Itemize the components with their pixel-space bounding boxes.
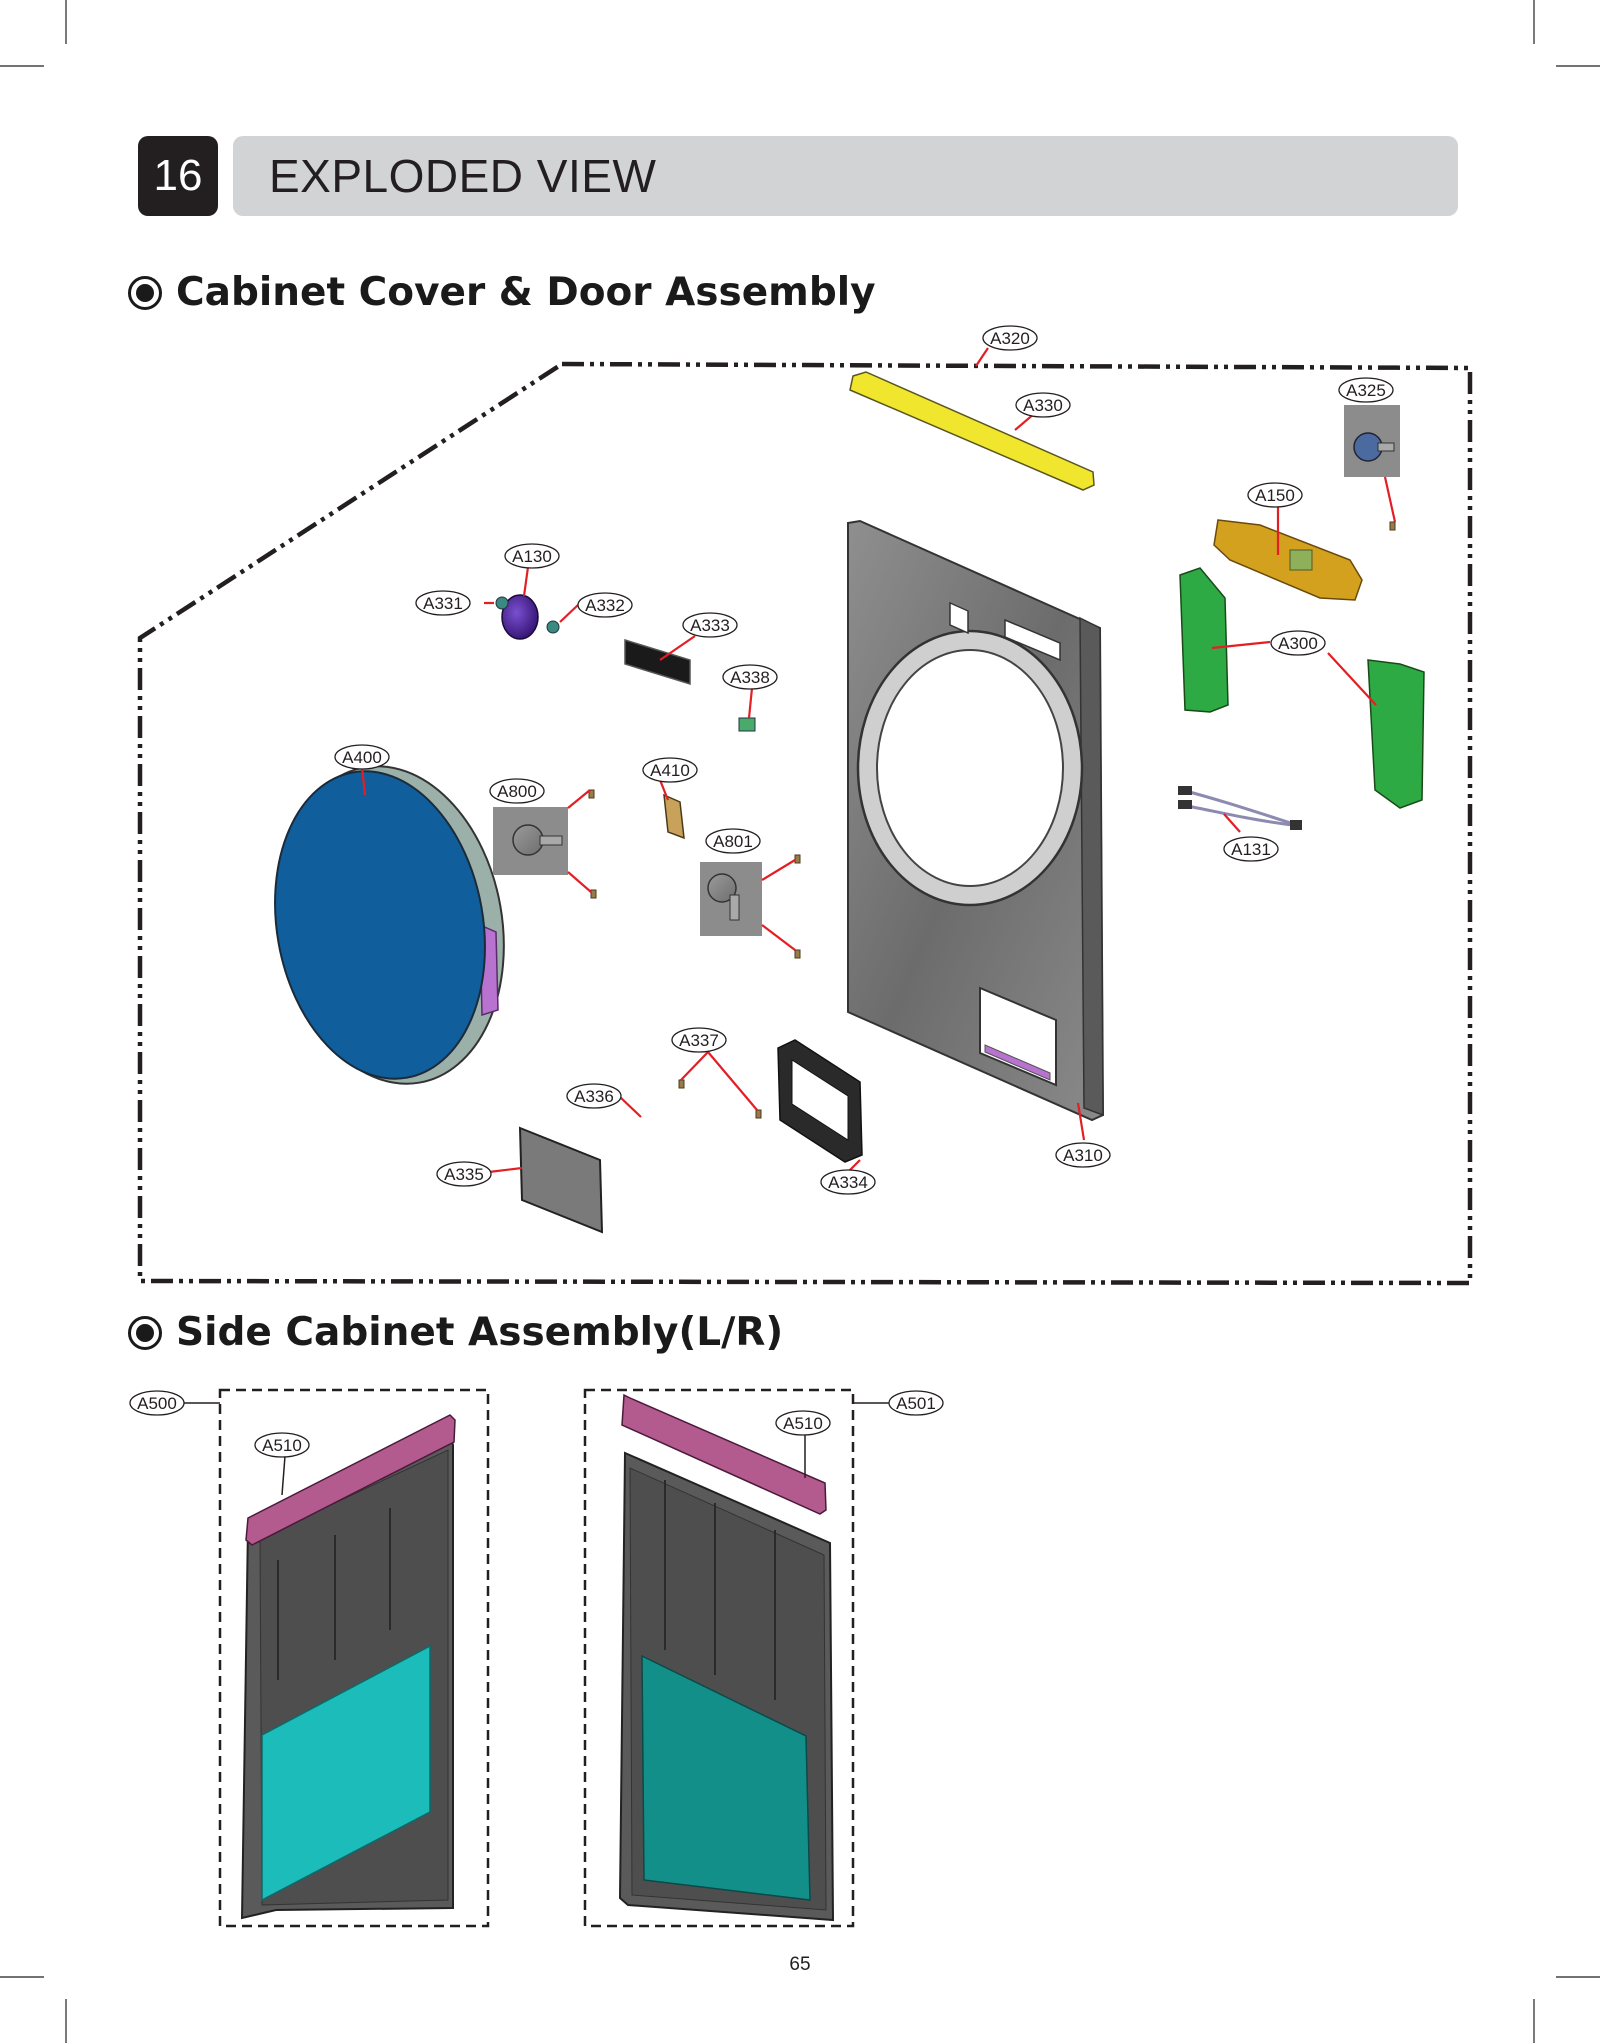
svg-text:A330: A330 <box>1023 396 1063 415</box>
bullet-icon <box>128 1315 162 1350</box>
label-a332: A332 <box>577 592 633 618</box>
screw-photo-a800 <box>493 807 568 875</box>
label-a400: A400 <box>334 744 390 770</box>
door-assembly <box>274 765 505 1085</box>
wire-harness <box>1178 786 1302 830</box>
section-heading-side-cabinet: Side Cabinet Assembly(L/R) <box>128 1310 783 1355</box>
label-a325: A325 <box>1338 377 1394 403</box>
svg-text:A501: A501 <box>896 1394 936 1413</box>
section-title: Cabinet Cover & Door Assembly <box>176 270 876 315</box>
chapter-number: 16 <box>138 136 218 216</box>
svg-text:A325: A325 <box>1346 381 1386 400</box>
screw-photo-a325 <box>1344 405 1400 477</box>
side-cabinet-left-box <box>218 1388 490 1928</box>
knob-spring <box>546 620 560 634</box>
svg-text:A334: A334 <box>828 1173 868 1192</box>
assembly-boundary <box>137 361 1473 1286</box>
label-a338: A338 <box>722 664 778 690</box>
side-cabinet-right-box <box>583 1388 855 1928</box>
side-cabinet-left <box>240 1414 456 1920</box>
label-a300: A300 <box>1270 630 1326 656</box>
label-a336: A336 <box>566 1083 622 1109</box>
label-a510-left: A510 <box>254 1432 310 1458</box>
svg-text:A332: A332 <box>585 596 625 615</box>
svg-text:A801: A801 <box>713 832 753 851</box>
svg-text:A131: A131 <box>1231 840 1271 859</box>
svg-text:A320: A320 <box>990 329 1030 348</box>
label-a500: A500 <box>129 1390 185 1416</box>
small-screws <box>588 521 1396 1119</box>
label-a310: A310 <box>1055 1142 1111 1168</box>
svg-text:A510: A510 <box>262 1436 302 1455</box>
filter-cover <box>777 1039 863 1163</box>
section-title: Side Cabinet Assembly(L/R) <box>176 1310 784 1355</box>
label-a331: A331 <box>415 590 471 616</box>
label-a337: A337 <box>671 1027 727 1053</box>
svg-text:A400: A400 <box>342 748 382 767</box>
service-cover <box>518 1126 604 1234</box>
label-a800: A800 <box>489 778 545 804</box>
section-heading-cabinet-cover: Cabinet Cover & Door Assembly <box>128 270 876 315</box>
side-leader-lines <box>183 1402 889 1496</box>
label-a335: A335 <box>436 1161 492 1187</box>
knob-washer <box>495 596 509 610</box>
label-a410: A410 <box>642 757 698 783</box>
bullet-icon <box>128 275 162 310</box>
label-a510-right: A510 <box>775 1410 831 1436</box>
svg-text:A337: A337 <box>679 1031 719 1050</box>
svg-text:A800: A800 <box>497 782 537 801</box>
svg-text:A410: A410 <box>650 761 690 780</box>
label-a131: A131 <box>1223 836 1279 862</box>
svg-text:A331: A331 <box>423 594 463 613</box>
svg-text:A338: A338 <box>730 668 770 687</box>
button-part <box>738 717 756 732</box>
control-bracket <box>1213 519 1363 601</box>
top-cover-strip <box>849 371 1095 491</box>
side-cabinet-right <box>618 1393 835 1922</box>
svg-text:A500: A500 <box>137 1394 177 1413</box>
label-a501: A501 <box>888 1390 944 1416</box>
label-a334: A334 <box>820 1169 876 1195</box>
chapter-title: EXPLODED VIEW <box>269 150 657 202</box>
part-labels: A320 A330 A325 A150 A130 A331 A332 A333 … <box>129 325 1394 1458</box>
svg-text:A130: A130 <box>512 547 552 566</box>
label-a320: A320 <box>982 325 1038 351</box>
leader-lines <box>360 347 1397 1174</box>
label-a330: A330 <box>1015 392 1071 418</box>
hinge-bracket-left <box>1179 567 1229 713</box>
svg-text:A310: A310 <box>1063 1146 1103 1165</box>
lock-part <box>663 793 685 840</box>
label-a333: A333 <box>682 612 738 638</box>
label-a130: A130 <box>504 543 560 569</box>
svg-text:A300: A300 <box>1278 634 1318 653</box>
label-a150: A150 <box>1247 482 1303 508</box>
screw-photo-a801 <box>700 862 762 936</box>
svg-text:A333: A333 <box>690 616 730 635</box>
chapter-title-bar: EXPLODED VIEW <box>233 136 1458 216</box>
hinge-bracket-right <box>1367 659 1425 809</box>
svg-text:A336: A336 <box>574 1087 614 1106</box>
svg-text:A510: A510 <box>783 1414 823 1433</box>
label-a801: A801 <box>705 828 761 854</box>
svg-text:A335: A335 <box>444 1165 484 1184</box>
cabinet-cover-panel <box>847 519 1105 1122</box>
svg-text:A150: A150 <box>1255 486 1295 505</box>
page-number: 65 <box>789 1954 811 1975</box>
control-knob <box>501 594 539 640</box>
